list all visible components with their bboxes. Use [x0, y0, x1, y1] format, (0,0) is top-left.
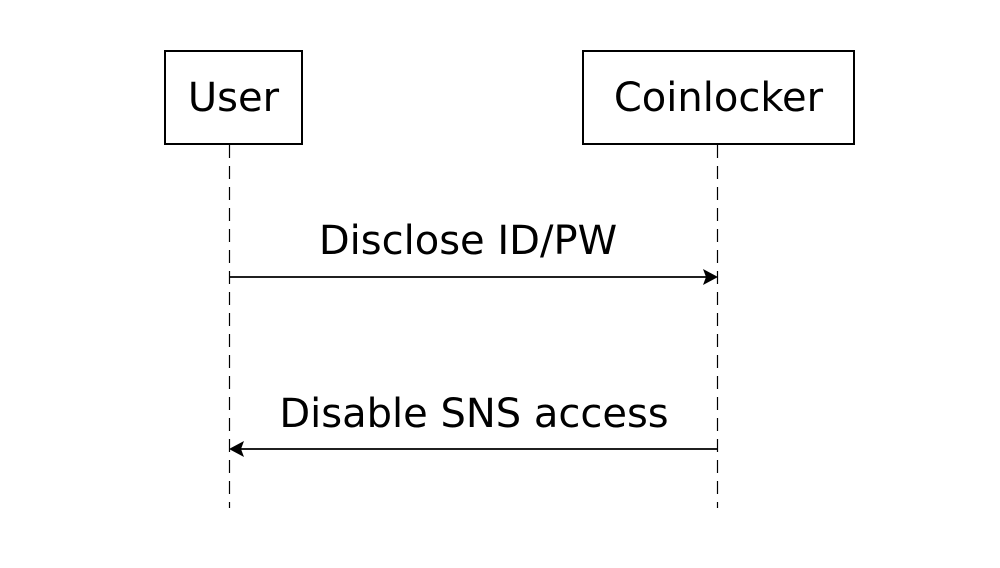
participant-box-user	[164, 50, 303, 145]
arrowhead-right-icon	[703, 269, 718, 285]
participant-label-coinlocker: Coinlocker	[614, 75, 824, 121]
participant-user: User	[164, 50, 303, 145]
message-label-disclose: Disclose ID/PW	[319, 218, 617, 264]
message-label-disable: Disable SNS access	[279, 391, 668, 437]
participant-coinlocker: Coinlocker	[582, 50, 855, 145]
participant-box-coinlocker	[582, 50, 855, 145]
participant-label-user: User	[188, 75, 280, 121]
message-disclose-id-pw: Disclose ID/PW	[229, 218, 718, 285]
arrowhead-left-icon	[229, 441, 244, 457]
message-disable-sns-access: Disable SNS access	[229, 391, 718, 457]
